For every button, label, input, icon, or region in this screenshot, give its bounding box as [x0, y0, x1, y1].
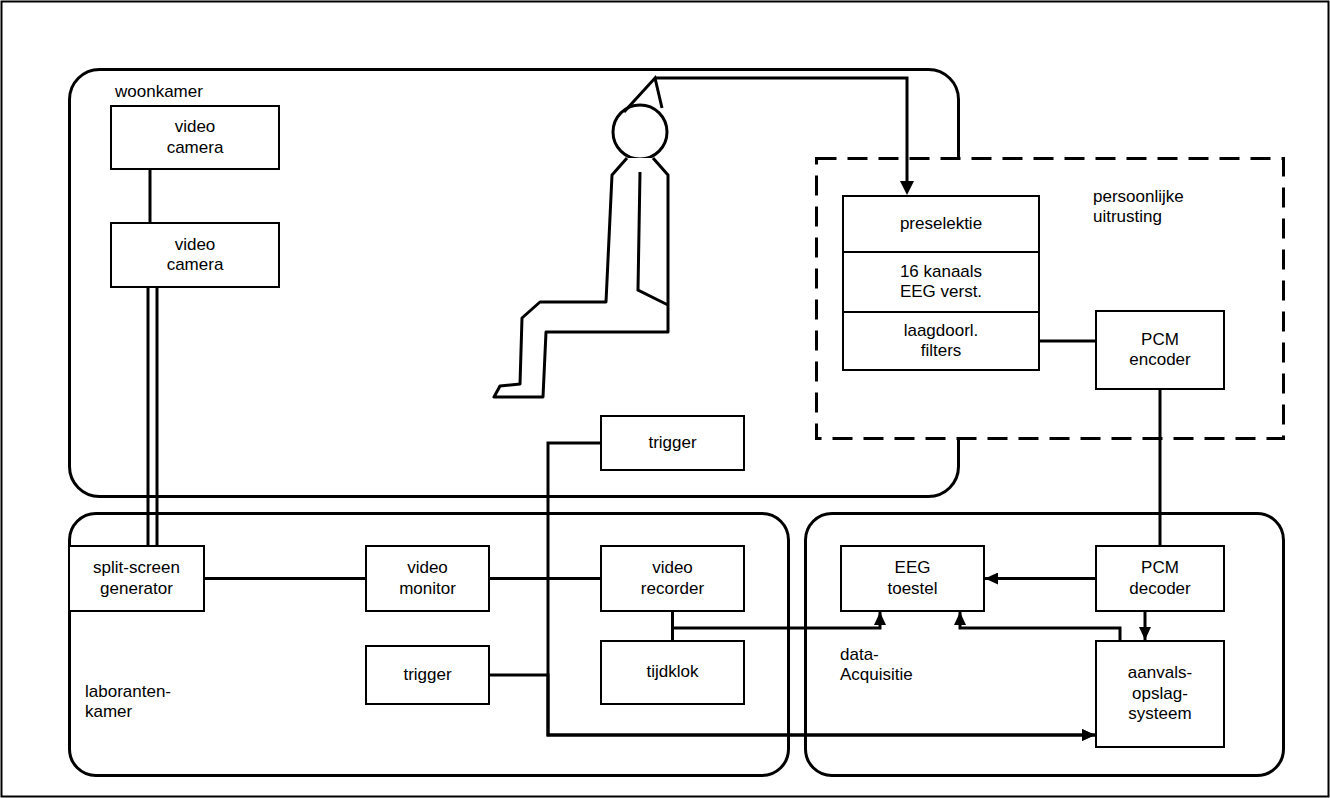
room-region: laboranten- kamer split-screen generator v… — [68, 512, 790, 777]
box-label: video camera — [167, 235, 224, 276]
signal-line — [490, 675, 1095, 735]
box-label: tijdklok — [647, 662, 699, 682]
box-label: PCM encoder — [1129, 330, 1190, 371]
box-label: video camera — [167, 117, 224, 158]
signal-line — [673, 612, 881, 640]
process-box: preselektie — [842, 195, 1040, 253]
process-box: tijdklok — [600, 640, 745, 705]
person-arm — [638, 172, 668, 305]
equipment-group: persoonlijke uitrusting preselektie 16 kan… — [815, 157, 1285, 440]
box-label: EEG toestel — [887, 558, 937, 599]
electrode-leads — [624, 78, 662, 112]
box-label: trigger — [403, 665, 451, 685]
signal-line — [1144, 612, 1147, 640]
signal-line — [548, 443, 1095, 735]
box-label: video monitor — [399, 558, 456, 599]
box-label: laagdoorl. filters — [904, 321, 979, 362]
box-label: video recorder — [641, 558, 704, 599]
process-box: split-screen generator — [68, 545, 205, 612]
box-label: trigger — [648, 433, 696, 453]
process-box: EEG toestel — [840, 545, 985, 612]
room-region: woonkamer video camera video camera trigger — [68, 68, 960, 498]
box-label: PCM decoder — [1129, 558, 1190, 599]
camera-box: video camera — [110, 222, 280, 288]
signal-line — [960, 612, 1120, 640]
electrode-wire — [655, 78, 907, 184]
signal-line — [1159, 390, 1162, 545]
box-label: aanvals- opslag- systeem — [1128, 663, 1192, 724]
signal-line — [205, 577, 365, 580]
box-label: preselektie — [900, 214, 982, 234]
signal-line — [149, 170, 152, 222]
process-box: 16 kanaals EEG verst. — [842, 251, 1040, 313]
signal-line — [490, 577, 600, 580]
box-label: 16 kanaals EEG verst. — [891, 262, 991, 303]
camera-box: video camera — [110, 105, 280, 170]
room-region: data- Acquisitie EEG toestel PCM decoder aa… — [804, 512, 1285, 777]
region-label: laboranten- kamer — [85, 682, 171, 723]
process-box: laagdoorl. filters — [842, 311, 1040, 371]
region-label: persoonlijke uitrusting — [1093, 187, 1184, 228]
process-box: video monitor — [365, 545, 490, 612]
person-body — [494, 158, 668, 397]
process-box: video recorder — [600, 545, 745, 612]
person-head — [613, 105, 667, 159]
wire-arrowhead — [900, 181, 914, 195]
process-box: PCM decoder — [1095, 545, 1225, 612]
box-label: split-screen generator — [85, 558, 189, 599]
signal-line — [148, 288, 157, 545]
signal-line — [1040, 340, 1095, 343]
process-box: PCM encoder — [1095, 310, 1225, 390]
trigger-box: trigger — [600, 415, 745, 471]
region-label: data- Acquisitie — [840, 645, 913, 686]
trigger-box: trigger — [365, 645, 490, 705]
signal-line — [985, 577, 1095, 580]
region-label: woonkamer — [115, 82, 203, 102]
process-box: aanvals- opslag- systeem — [1095, 640, 1225, 748]
